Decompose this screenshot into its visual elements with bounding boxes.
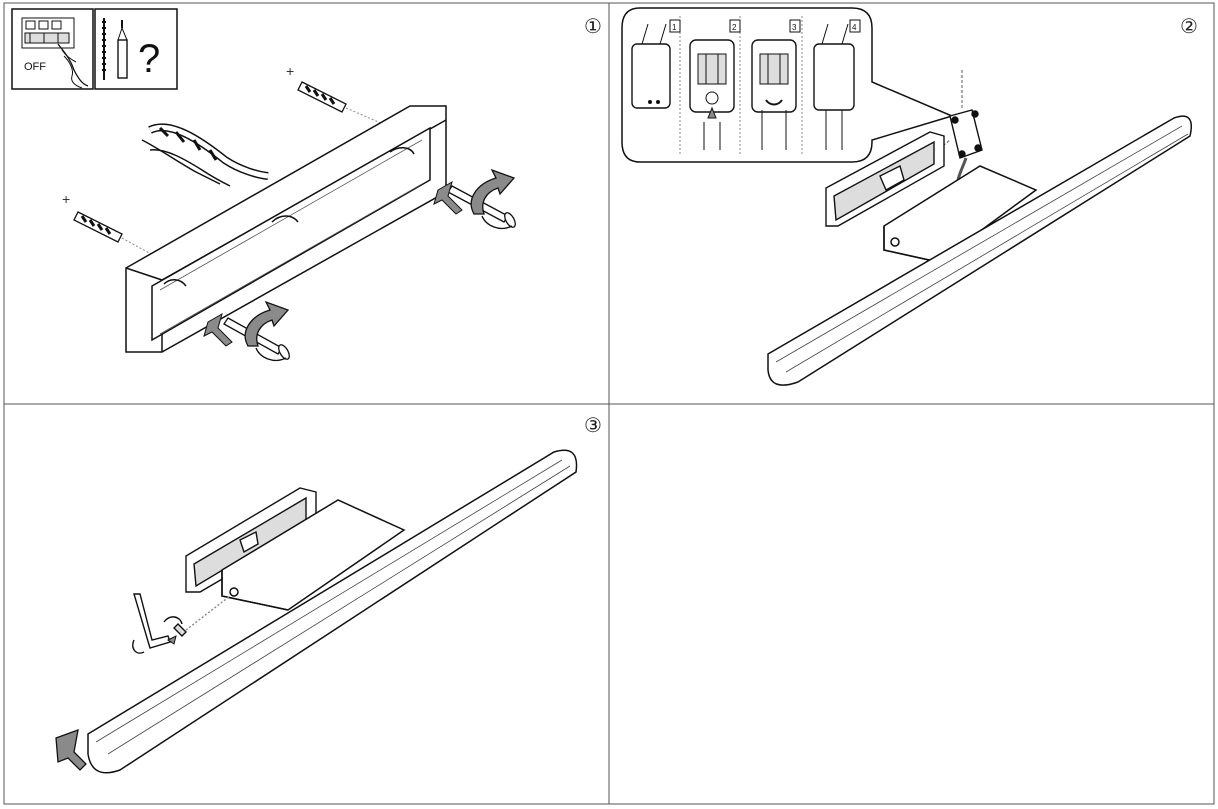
mounting-bracket — [125, 105, 447, 353]
wall-bracket — [825, 131, 945, 227]
inset-3-number: 3 — [792, 23, 797, 32]
drill-mark-top: + — [286, 63, 294, 79]
tools-notice-icon: ? — [94, 8, 178, 90]
push-arrow — [55, 729, 87, 771]
wiring-inset-3: 3 — [751, 19, 801, 150]
off-label: OFF — [24, 61, 46, 73]
panel-step-2: ② 1 2 3 — [621, 7, 1198, 386]
tighten-arrow-small — [167, 635, 177, 645]
wiring-inset-2: 2 — [689, 19, 741, 150]
step-3-number: ③ — [584, 413, 602, 437]
panel-grid — [3, 2, 1215, 805]
mains-cable-icon — [141, 123, 269, 187]
rotate-arrow-right — [470, 168, 516, 230]
step-1-number: ① — [584, 14, 602, 38]
panel-step-3: ③ — [55, 413, 602, 774]
panel-step-1: ① OFF ? + — [11, 8, 602, 362]
inset-1-number: 1 — [672, 23, 677, 32]
drill-mark-bottom: + — [62, 191, 70, 207]
rotate-arrow-left — [244, 300, 290, 362]
wall-anchor-top: + — [286, 63, 421, 141]
insert-arrow-right — [433, 180, 463, 215]
insert-arrow-left — [203, 312, 233, 347]
inset-4-number: 4 — [852, 23, 857, 32]
wiring-inset-1: 1 — [631, 19, 681, 109]
tools-question-mark: ? — [138, 37, 160, 81]
wiring-inset-4: 4 — [813, 19, 861, 150]
inset-2-number: 2 — [732, 23, 737, 32]
lamp-assembly — [767, 115, 1192, 386]
power-off-notice-icon: OFF — [11, 8, 94, 90]
step-2-number: ② — [1180, 14, 1198, 38]
light-bar — [87, 449, 578, 774]
allen-key-icon — [132, 593, 231, 654]
lamp-body — [221, 499, 406, 611]
